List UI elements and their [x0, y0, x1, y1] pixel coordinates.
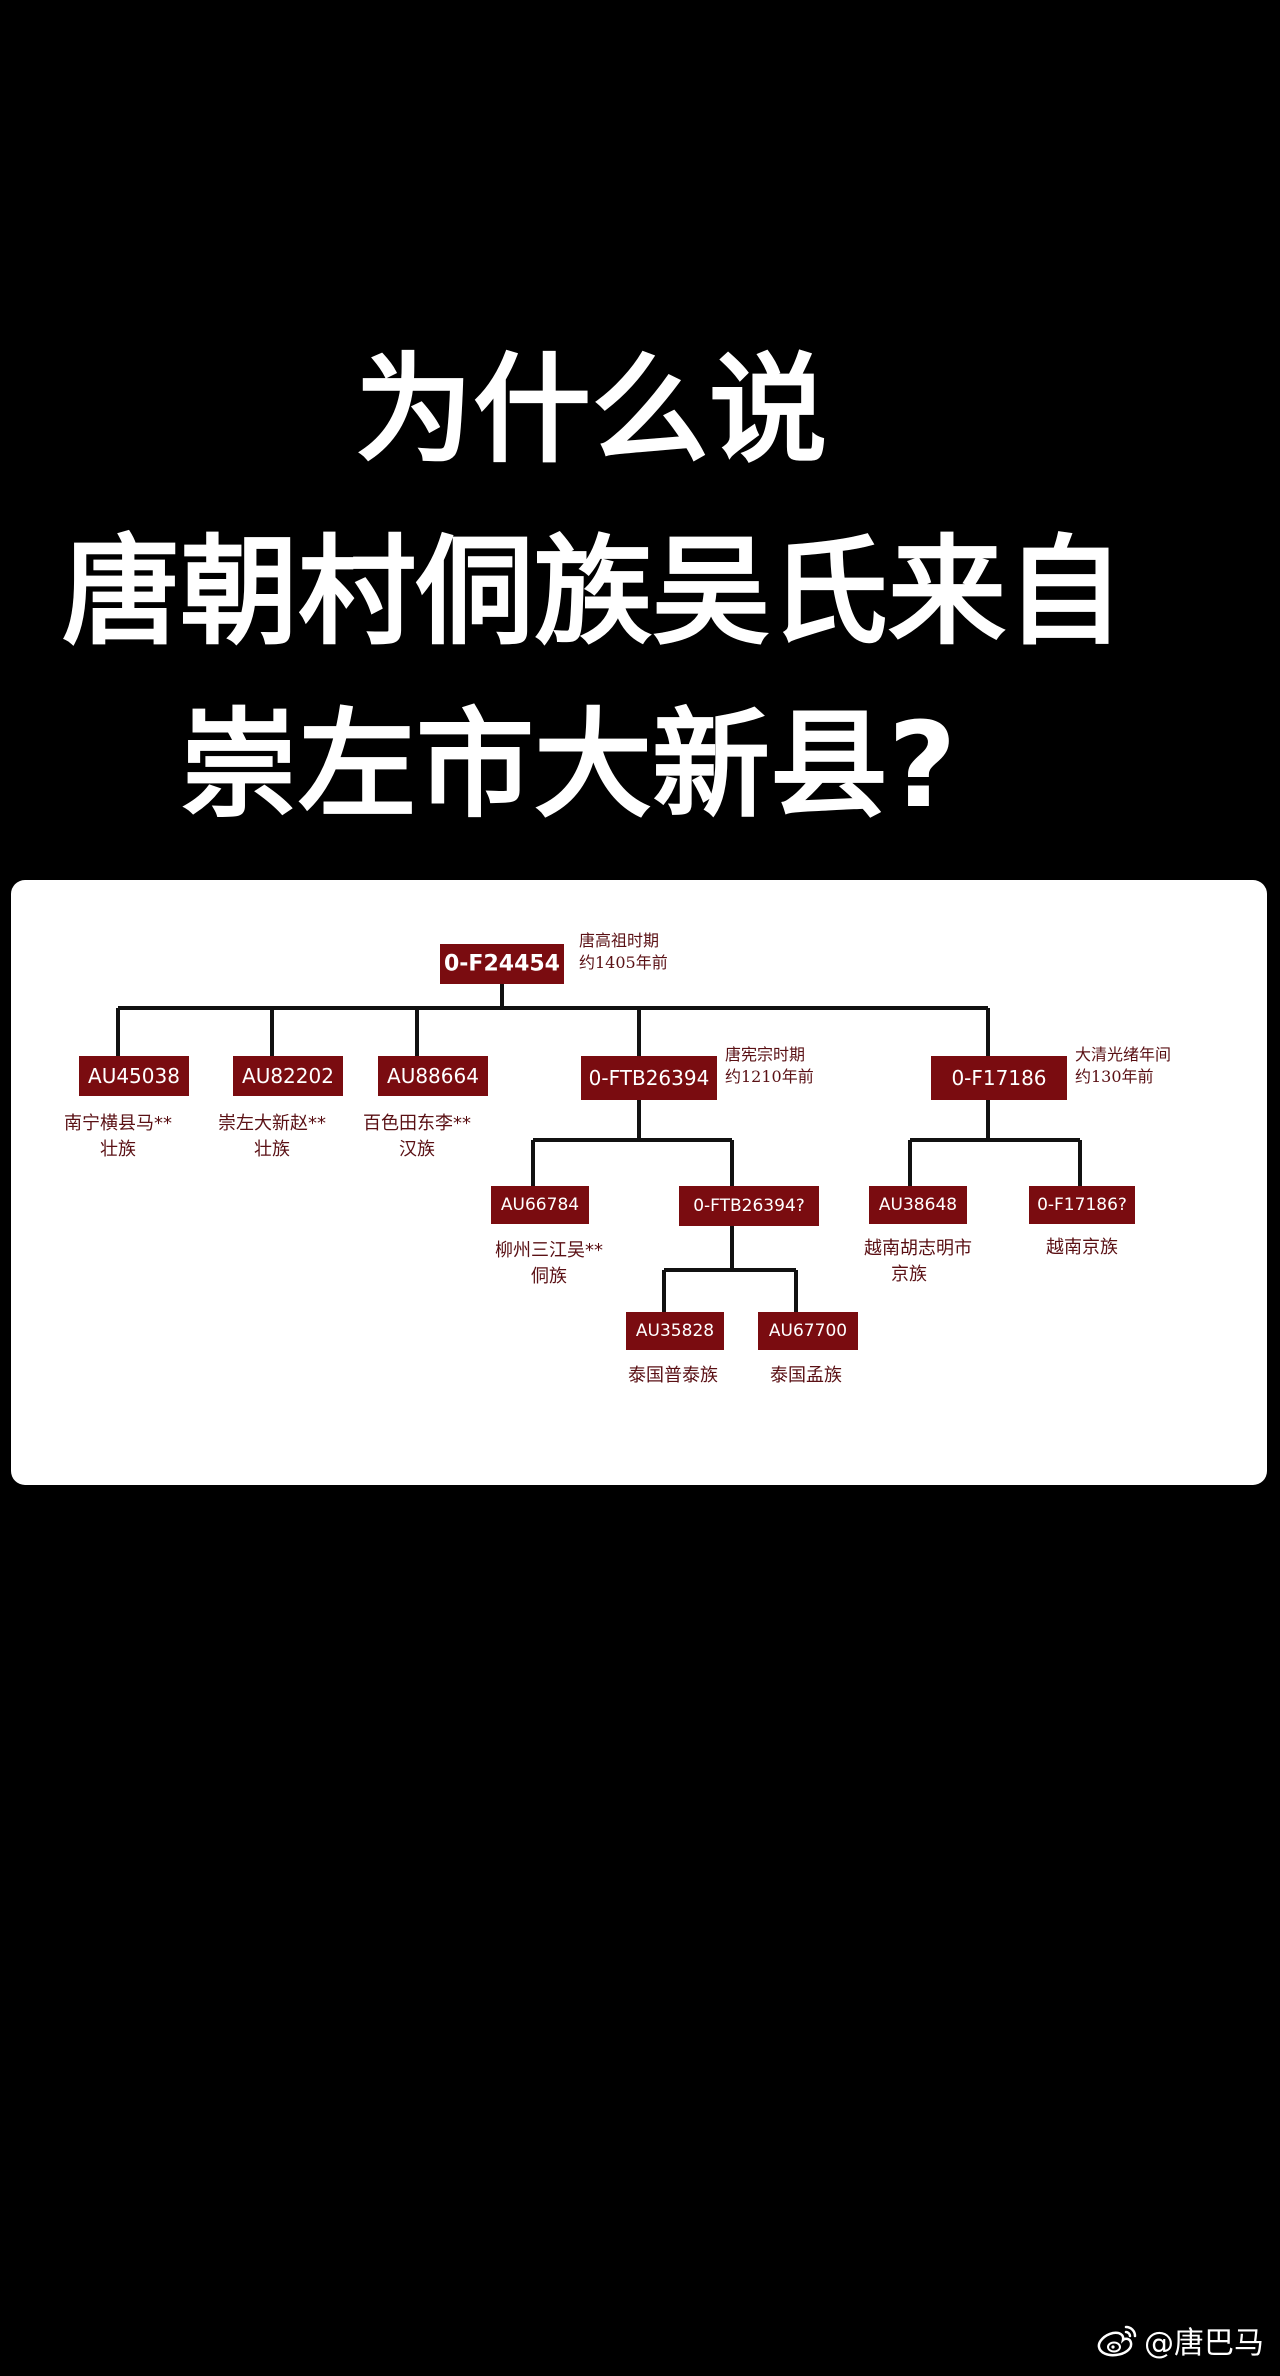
credit-handle: @唐巴马	[1144, 2326, 1264, 2361]
node-label: 崇左大新赵**	[218, 1113, 326, 1134]
node-note: 唐高祖时期	[579, 931, 659, 950]
node-label: 壮族	[100, 1139, 136, 1160]
headline-line-2: 唐朝村侗族吴氏来自	[62, 523, 1125, 661]
tree-node-au88664: AU88664	[378, 1056, 488, 1096]
node-label: 侗族	[531, 1266, 567, 1287]
headline-line-3: 崇左市大新县?	[180, 696, 957, 834]
node-label: 南宁横县马**	[64, 1113, 172, 1134]
node-note: 约1210年前	[725, 1067, 814, 1086]
tree-node-ftb26394-q: 0-FTB26394?	[679, 1186, 819, 1226]
node-note: 大清光绪年间	[1075, 1045, 1171, 1064]
node-code: 0-F17186?	[1037, 1195, 1127, 1215]
tree-node-root: 0-F24454	[440, 944, 564, 984]
node-label: 泰国普泰族	[628, 1365, 718, 1386]
tree-node-au38648: AU38648	[869, 1186, 967, 1224]
node-code: AU82202	[242, 1064, 334, 1088]
node-label: 壮族	[254, 1139, 290, 1160]
node-label: 汉族	[399, 1139, 435, 1160]
node-code: 0-FTB26394	[589, 1066, 710, 1090]
node-code: 0-F17186	[951, 1066, 1046, 1090]
node-code: AU67700	[769, 1321, 847, 1341]
tree-node-f17186: 0-F17186	[931, 1056, 1067, 1100]
weibo-icon	[1097, 2325, 1137, 2357]
tree-node-au45038: AU45038	[79, 1056, 189, 1096]
node-label: 越南胡志明市	[864, 1238, 972, 1259]
node-code: 0-FTB26394?	[693, 1196, 805, 1216]
node-label: 越南京族	[1046, 1237, 1118, 1258]
tree-connectors	[116, 984, 1082, 1312]
haplogroup-tree-diagram: 0-F24454 唐高祖时期 约1405年前 AU45038 南宁横县马** 壮…	[64, 931, 1171, 1386]
node-label: 柳州三江吴**	[495, 1240, 603, 1261]
node-code: AU38648	[879, 1195, 957, 1215]
headline-line-1: 为什么说	[355, 341, 828, 479]
node-note: 约130年前	[1075, 1067, 1154, 1086]
node-code: AU66784	[501, 1195, 579, 1215]
tree-node-au66784: AU66784	[491, 1186, 589, 1224]
tree-node-ftb26394: 0-FTB26394	[581, 1056, 717, 1100]
node-note: 约1405年前	[579, 953, 668, 972]
node-label: 百色田东李**	[363, 1113, 471, 1134]
node-label: 京族	[891, 1264, 927, 1285]
haplogroup-tree-card: 0-F24454 唐高祖时期 约1405年前 AU45038 南宁横县马** 壮…	[11, 880, 1267, 1485]
node-note: 唐宪宗时期	[725, 1045, 805, 1064]
tree-node-au35828: AU35828	[626, 1312, 724, 1350]
node-code: 0-F24454	[444, 952, 560, 977]
watermark-credit: @唐巴马	[1096, 2320, 1264, 2361]
node-label: 泰国孟族	[770, 1365, 842, 1386]
node-code: AU45038	[88, 1064, 180, 1088]
node-code: AU88664	[387, 1064, 479, 1088]
tree-node-au67700: AU67700	[758, 1312, 858, 1350]
node-code: AU35828	[636, 1321, 714, 1341]
tree-node-f17186-q: 0-F17186?	[1029, 1186, 1135, 1224]
tree-node-au82202: AU82202	[233, 1056, 343, 1096]
